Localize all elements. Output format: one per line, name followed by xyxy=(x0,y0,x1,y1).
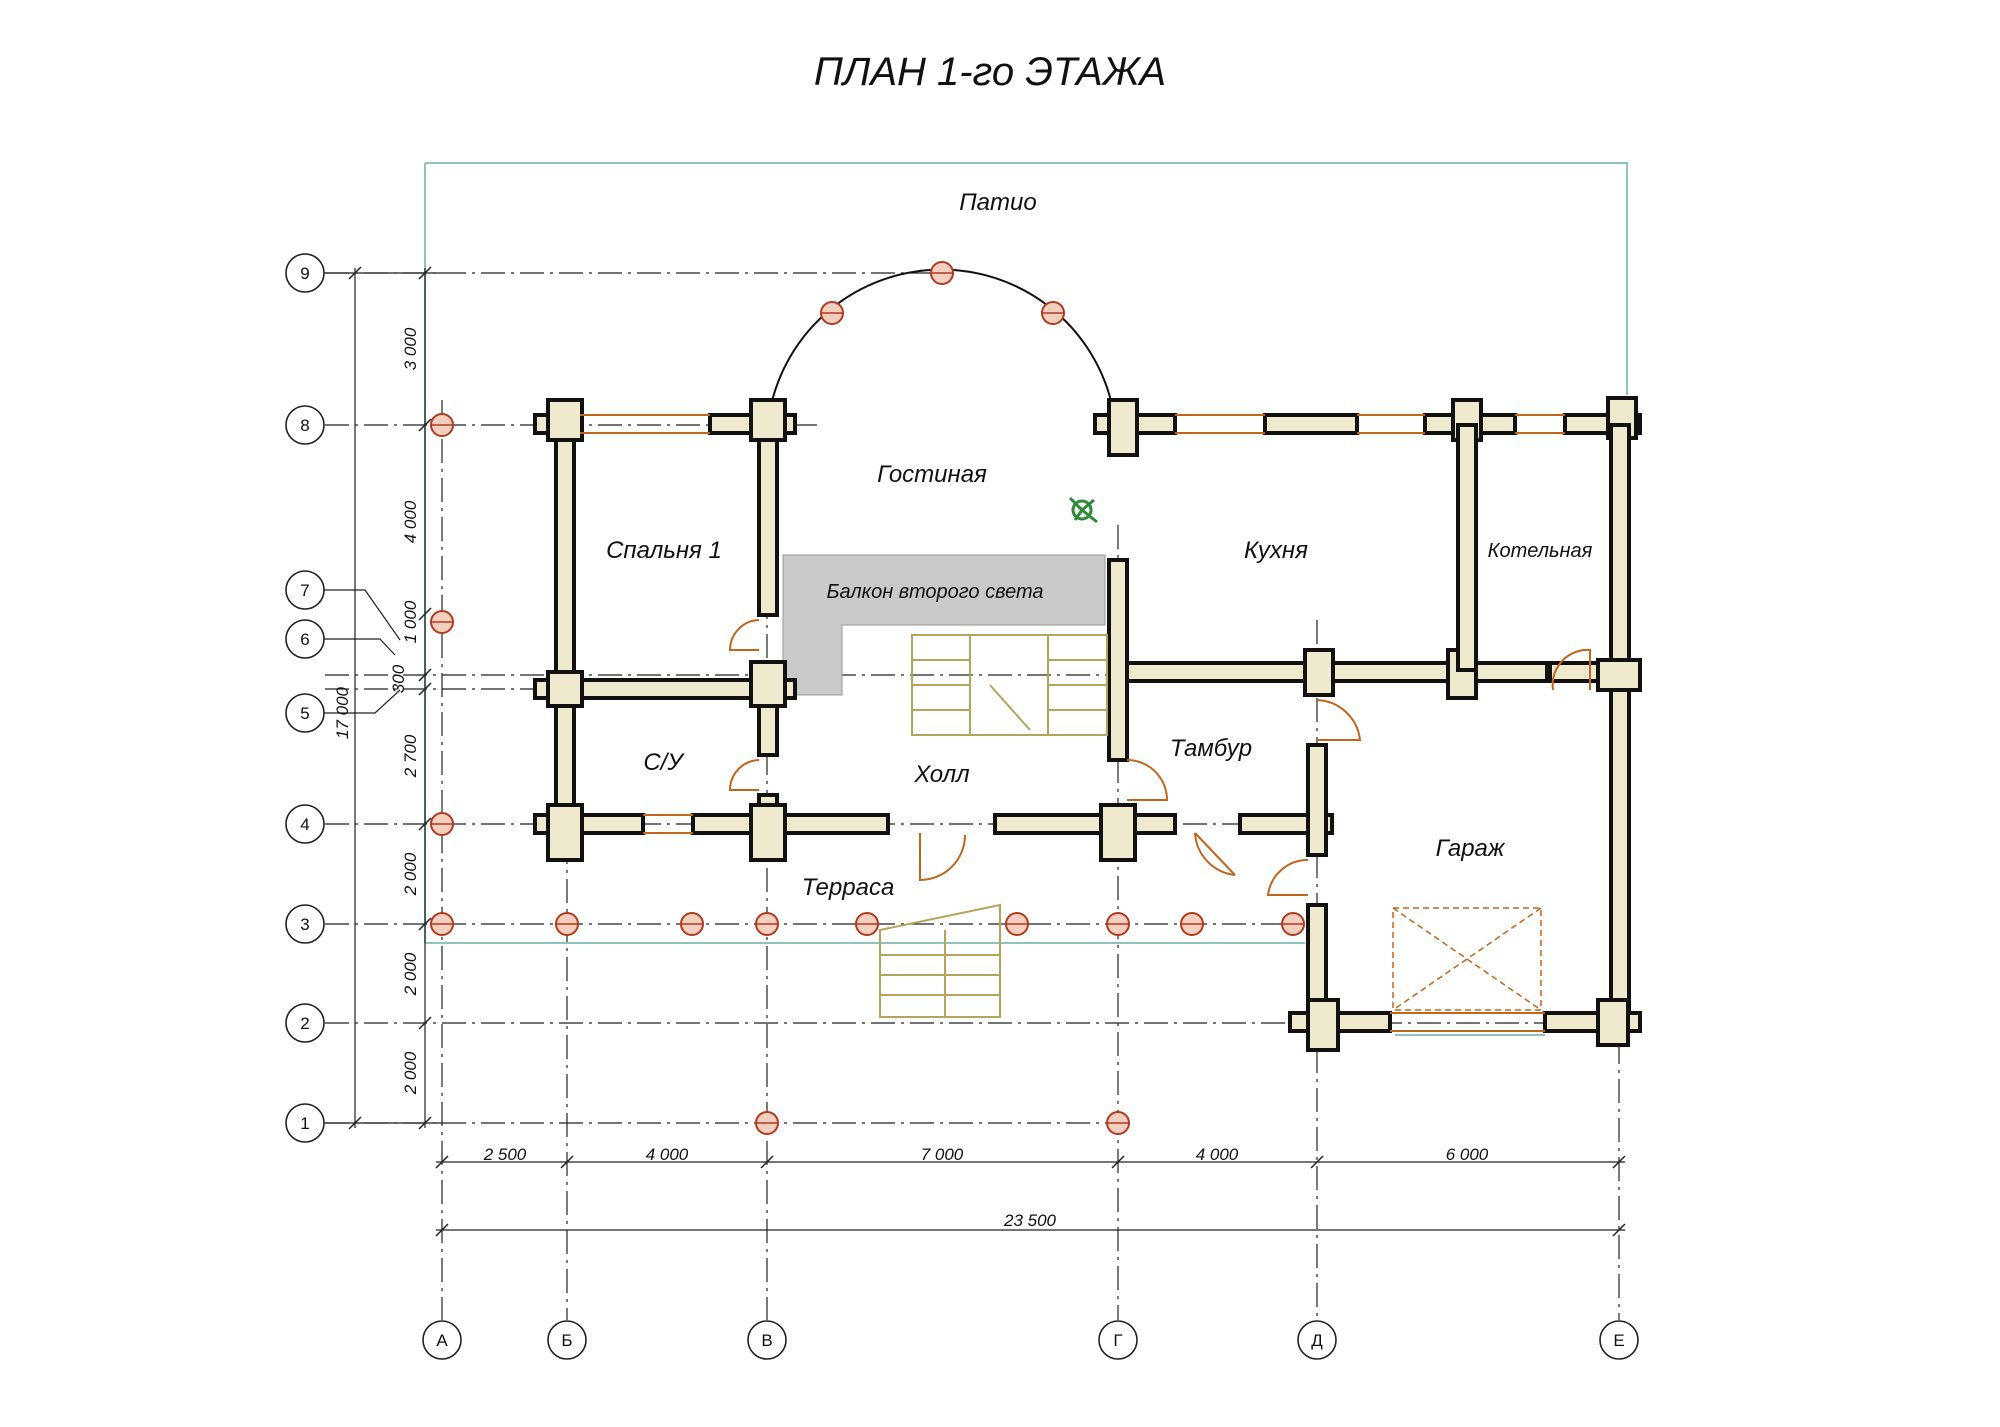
dim-v-2: 4 000 xyxy=(401,500,420,543)
column-axis-e: Е xyxy=(1599,1320,1639,1360)
svg-text:Г: Г xyxy=(1113,1331,1122,1350)
dim-v-1: 3 000 xyxy=(401,327,420,370)
column-marker xyxy=(430,912,454,936)
dim-h-5: 6 000 xyxy=(1446,1145,1489,1164)
svg-text:3: 3 xyxy=(300,915,309,934)
balcony-area xyxy=(782,554,1106,696)
dim-v-5: 2 700 xyxy=(401,734,420,778)
room-label-balcony: Балкон второго света xyxy=(826,581,1043,603)
column-axis-b: Б xyxy=(547,1320,587,1360)
svg-text:1: 1 xyxy=(300,1114,309,1133)
dim-v-6: 2 000 xyxy=(401,852,420,896)
room-label-garage: Гараж xyxy=(1436,835,1506,862)
dim-total-vertical: 17 000 xyxy=(333,686,352,739)
windows xyxy=(580,414,1565,1032)
row-axis-2: 2 xyxy=(285,1003,325,1043)
room-label-boiler: Котельная xyxy=(1488,540,1593,562)
row-axis-3: 3 xyxy=(285,904,325,944)
interior-stair xyxy=(911,634,1108,736)
column-marker xyxy=(855,912,879,936)
plan-title: ПЛАН 1-го ЭТАЖА xyxy=(814,50,1166,94)
column-marker xyxy=(1106,1111,1130,1135)
plant-icon xyxy=(1068,496,1098,524)
svg-text:7: 7 xyxy=(300,581,309,600)
dim-h-2: 4 000 xyxy=(646,1145,689,1164)
svg-text:В: В xyxy=(761,1331,772,1350)
column-marker xyxy=(755,912,779,936)
svg-text:6: 6 xyxy=(300,630,309,649)
vertical-dimension-chain: 17 000 3 000 4 000 1 000 300 2 700 2 000… xyxy=(333,266,432,1130)
room-labels: Патио Гостиная Спальня 1 Балкон второго … xyxy=(606,189,1593,901)
bay-arc xyxy=(769,268,1113,411)
room-label-kitchen: Кухня xyxy=(1244,537,1308,564)
column-axis-g: Г xyxy=(1098,1320,1138,1360)
column-marker xyxy=(1041,301,1065,325)
svg-text:Б: Б xyxy=(561,1331,572,1350)
room-label-living: Гостиная xyxy=(877,461,987,488)
walls xyxy=(533,396,1642,1052)
svg-text:8: 8 xyxy=(300,416,309,435)
dim-v-8: 2 000 xyxy=(401,1051,420,1095)
column-marker xyxy=(1106,912,1130,936)
room-label-vestibule: Тамбур xyxy=(1170,735,1252,762)
column-marker xyxy=(430,812,454,836)
room-label-hall: Холл xyxy=(913,761,970,788)
room-label-terrace: Терраса xyxy=(802,874,895,901)
svg-text:9: 9 xyxy=(300,264,309,283)
column-marker xyxy=(555,912,579,936)
column-marker xyxy=(430,610,454,634)
dim-v-3: 1 000 xyxy=(401,600,420,643)
svg-text:Е: Е xyxy=(1613,1331,1624,1350)
terrace-stair xyxy=(879,903,1001,1018)
column-axis-v: В xyxy=(747,1320,787,1360)
doors xyxy=(728,619,1591,896)
svg-text:5: 5 xyxy=(300,704,309,723)
dim-h-3: 7 000 xyxy=(921,1145,964,1164)
column-axis-d: Д xyxy=(1297,1320,1337,1360)
column-marker xyxy=(820,301,844,325)
column-marker xyxy=(1180,912,1204,936)
garage-parking-marker xyxy=(1392,907,1542,1011)
column-marker xyxy=(930,261,954,285)
dim-v-4: 300 xyxy=(389,664,408,693)
dim-v-7: 2 000 xyxy=(401,952,420,996)
row-axis-4: 4 xyxy=(285,804,325,844)
row-axis-6: 6 xyxy=(285,619,325,659)
horizontal-dimension-chain: 2 500 4 000 7 000 4 000 6 000 23 500 xyxy=(435,1145,1626,1237)
row-axis-bubbles: 9 8 7 6 5 4 3 2 1 xyxy=(285,253,442,1143)
dim-total-horizontal: 23 500 xyxy=(1003,1211,1057,1230)
column-marker xyxy=(680,912,704,936)
row-axis-8: 8 xyxy=(285,405,325,445)
room-label-bathroom: С/У xyxy=(643,749,685,776)
svg-text:Д: Д xyxy=(1311,1331,1323,1350)
dim-h-1: 2 500 xyxy=(483,1145,527,1164)
column-marker xyxy=(1281,912,1305,936)
room-label-bedroom: Спальня 1 xyxy=(606,537,722,564)
row-axis-5: 5 xyxy=(285,693,325,733)
row-axis-1: 1 xyxy=(285,1103,325,1143)
row-axis-9: 9 xyxy=(285,253,325,293)
svg-text:А: А xyxy=(436,1331,448,1350)
column-axis-a: А xyxy=(422,1320,462,1360)
dim-h-4: 4 000 xyxy=(1196,1145,1239,1164)
column-marker xyxy=(1005,912,1029,936)
row-axis-7: 7 xyxy=(285,570,325,610)
column-marker xyxy=(755,1111,779,1135)
room-label-patio: Патио xyxy=(959,189,1036,216)
column-axis-bubbles: А Б В Г Д Е xyxy=(422,1320,1639,1360)
column-marker xyxy=(430,413,454,437)
columns xyxy=(430,261,1305,1135)
svg-text:2: 2 xyxy=(300,1014,309,1033)
svg-text:4: 4 xyxy=(300,815,309,834)
